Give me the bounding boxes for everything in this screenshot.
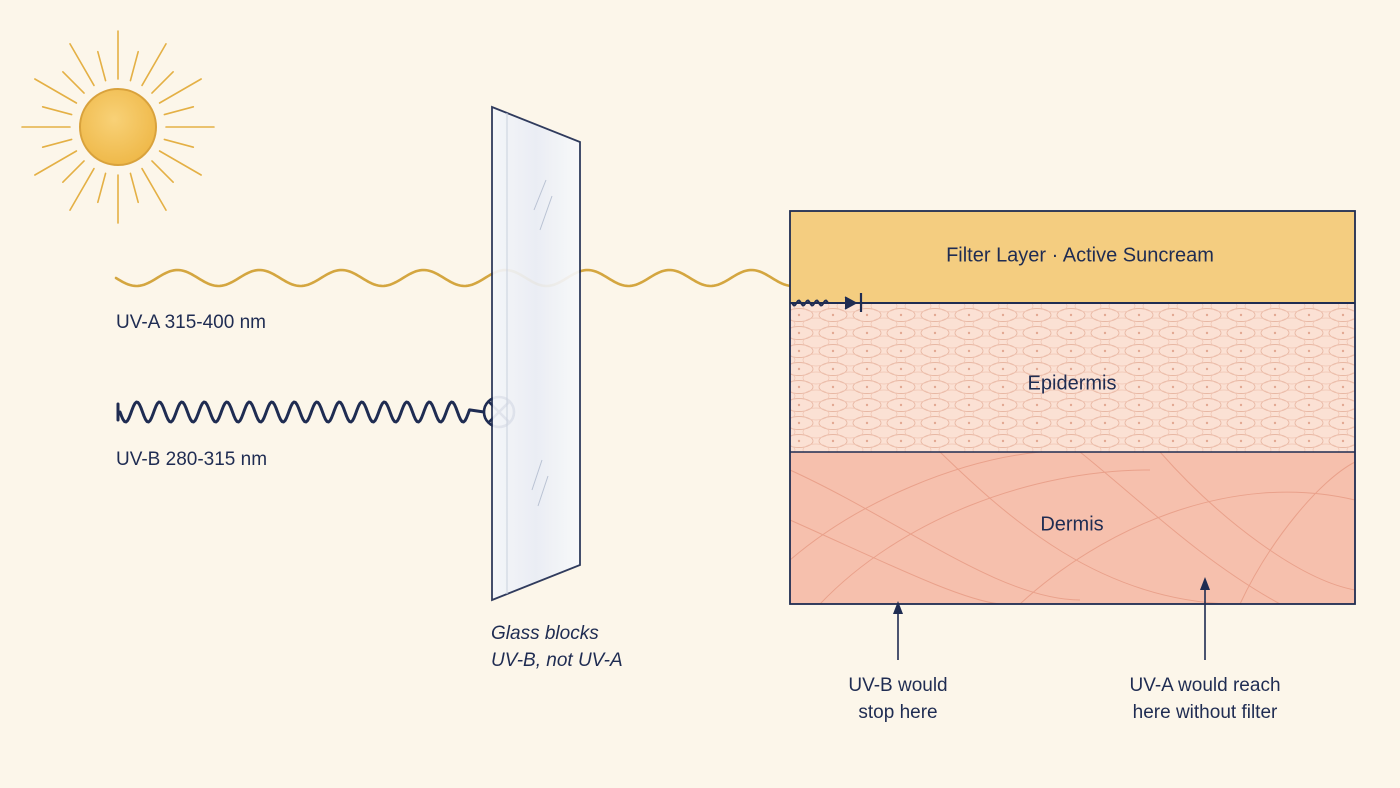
sun-ray xyxy=(141,43,167,87)
uvb-stop-caption-line1: UV-B would xyxy=(848,675,948,696)
sun-ray xyxy=(158,150,202,176)
epidermis-label: Epidermis xyxy=(1027,372,1117,395)
dermis-fiber xyxy=(1019,491,1356,605)
uva-reach-pointer xyxy=(1200,577,1210,660)
dermis-fiber xyxy=(1239,461,1356,605)
dermis-fiber xyxy=(1159,451,1356,591)
dermis-fiber xyxy=(939,451,1231,605)
skin-block xyxy=(789,210,1356,605)
glass-pane xyxy=(491,105,581,602)
uvb-stop-caption-line2: stop here xyxy=(858,702,938,723)
uvb-label: UV-B 280-315 nm xyxy=(116,449,268,470)
glass-caption-line2: UV-B, not UV-A xyxy=(491,650,623,671)
dermis-fiber xyxy=(819,469,1151,605)
dermis-label: Dermis xyxy=(1040,513,1104,536)
sun-ray xyxy=(151,71,174,94)
dermis-fiber xyxy=(1079,451,1281,605)
sun-ray xyxy=(34,78,78,104)
sun-ray xyxy=(97,50,107,82)
sun-ray xyxy=(129,50,139,82)
sun-ray xyxy=(163,106,195,116)
sun-ray xyxy=(97,172,107,204)
sun-ray xyxy=(34,150,78,176)
sun-icon xyxy=(21,30,215,224)
sun-ray xyxy=(69,167,95,211)
uva-label: UV-A 315-400 nm xyxy=(116,312,266,333)
sun-ray xyxy=(41,106,73,116)
uva-reach-caption-line2: here without filter xyxy=(1132,702,1278,723)
sun-ray xyxy=(141,167,167,211)
dermis-layer xyxy=(790,452,1355,604)
uva-wave-ray xyxy=(114,268,792,288)
sun-ray xyxy=(41,138,73,148)
dermis-fiber xyxy=(789,469,1081,601)
sun-ray xyxy=(158,78,202,104)
sun-ray xyxy=(62,160,85,183)
filter-layer xyxy=(790,211,1355,303)
dermis-fiber xyxy=(789,451,1041,561)
filter-layer-label: Filter Layer · Active Suncream xyxy=(946,244,1214,267)
sun-ray xyxy=(62,71,85,94)
sun-ray xyxy=(129,172,139,204)
uvb-stop-pointer xyxy=(893,601,903,660)
dermis-fiber xyxy=(789,519,1001,605)
uvb-arrow-head xyxy=(791,293,863,312)
uvb-wave-ray xyxy=(116,400,486,424)
sun-ray xyxy=(69,43,95,87)
glass-caption-line1: Glass blocks xyxy=(491,623,599,644)
sun-ray xyxy=(163,138,195,148)
sun-ray xyxy=(151,160,174,183)
uva-reach-caption-line1: UV-A would reach xyxy=(1129,675,1281,696)
